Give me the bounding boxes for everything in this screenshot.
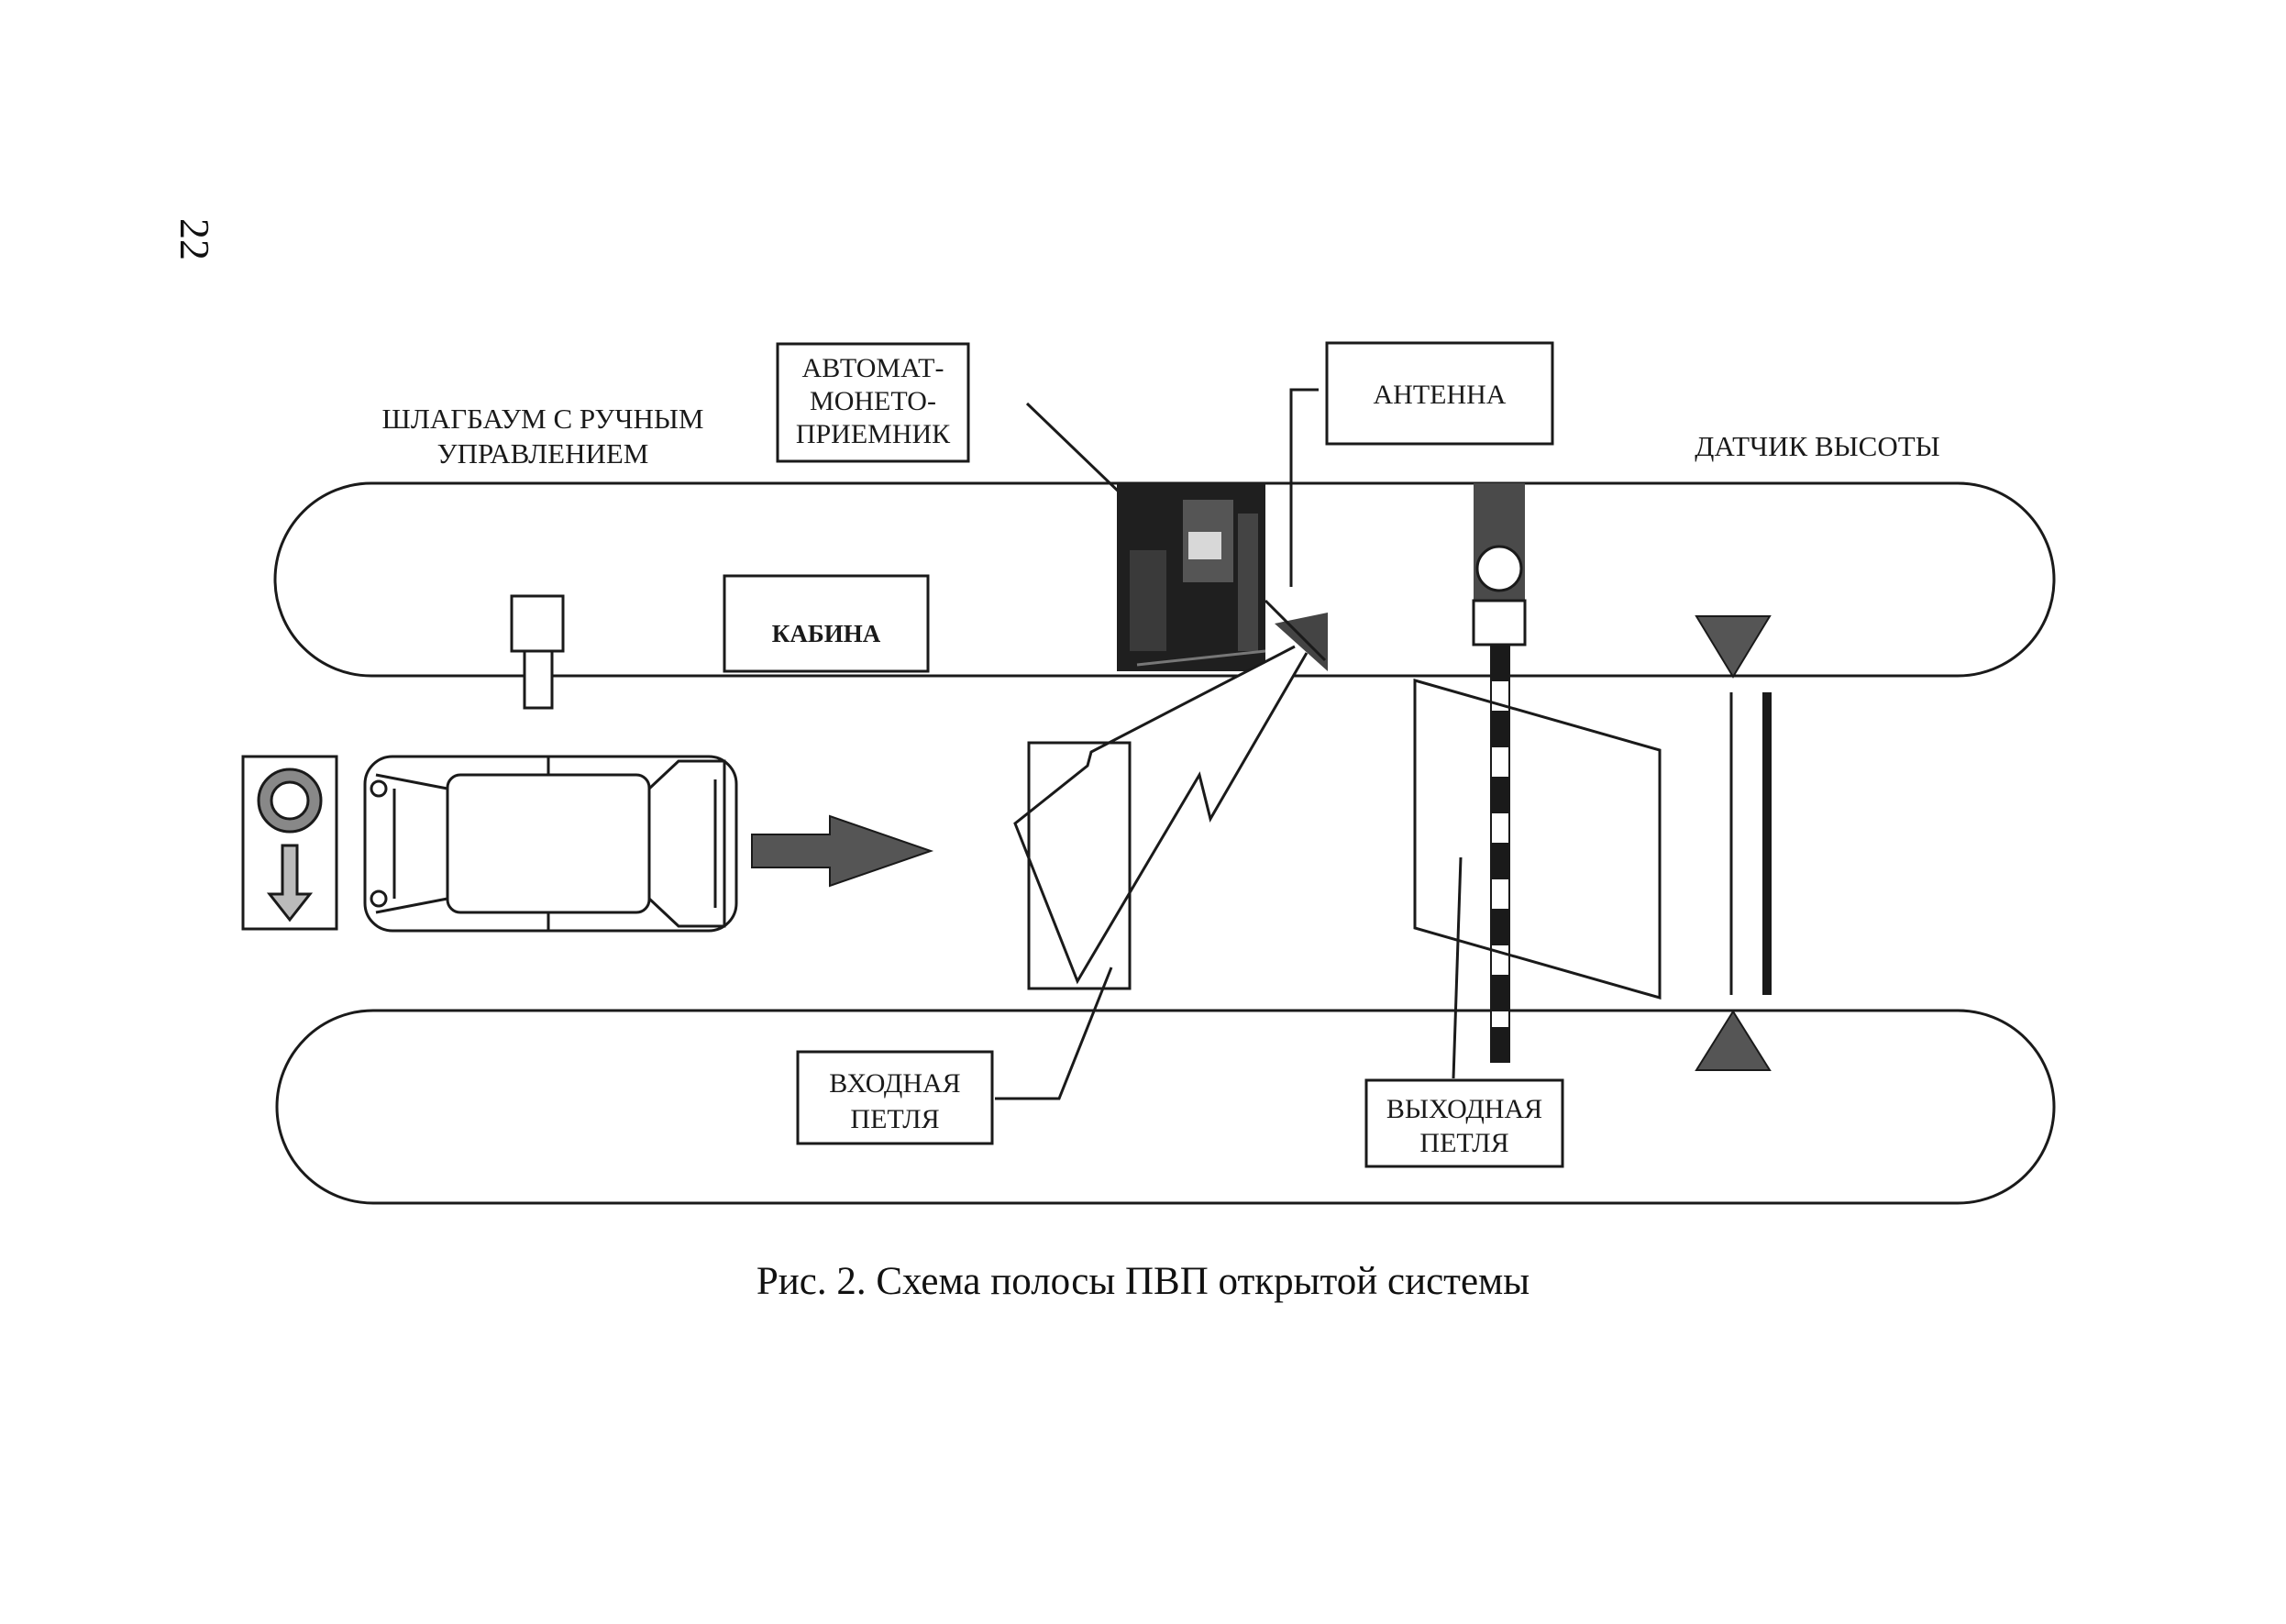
exit-loop-label-line1: ВЫХОДНАЯ [1386, 1094, 1542, 1124]
radio-link-bolt [1013, 645, 1309, 985]
height-sensor-bottom-marker [1695, 1010, 1772, 1071]
coin-machine-label-line2: МОНЕТО- [810, 386, 936, 416]
exit-loop-area [1413, 679, 1662, 1000]
manual-barrier-stem [523, 649, 554, 710]
traffic-light [1472, 483, 1527, 646]
height-sensor-top-marker [1695, 615, 1772, 679]
label-barrier-manual-line1: ШЛАГБАУМ С РУЧНЫМ [382, 403, 704, 435]
cabin-box [723, 574, 930, 673]
lane-sign [241, 755, 338, 931]
exit-loop-leader [1452, 856, 1463, 1079]
coin-machine-label-line3: ПРИЕМНИК [796, 419, 951, 449]
label-height-sensor: ДАТЧИК ВЫСОТЫ [1695, 430, 1939, 462]
entry-loop-label-line2: ПЕТЛЯ [850, 1104, 939, 1134]
manual-barrier [510, 594, 565, 710]
coin-machine-label-line1: АВТОМАТ- [802, 353, 944, 383]
figure-caption: Рис. 2. Схема полосы ПВП открытой систем… [756, 1260, 1530, 1303]
coin-machine-label-box [776, 342, 970, 463]
height-sensor [1695, 615, 1772, 1071]
antenna-leader [1289, 388, 1319, 587]
label-barrier-manual-line2: УПРАВЛЕНИЕМ [437, 437, 649, 470]
exit-loop-label-box [1364, 1078, 1564, 1168]
down-arrow-icon [266, 844, 314, 922]
antenna-arrowhead [1275, 613, 1328, 671]
antenna-label-box [1325, 341, 1554, 446]
entry-loop-label-line1: ВХОДНАЯ [829, 1068, 960, 1099]
entry-loop-leader [995, 967, 1113, 1100]
car [363, 755, 738, 933]
antenna-label: АНТЕННА [1374, 380, 1507, 410]
exit-barrier-arm [1490, 644, 1510, 1063]
lower-island [275, 1009, 2056, 1205]
coin-machine [1117, 483, 1266, 671]
car-roof [446, 773, 651, 914]
direction-arrow-icon [751, 814, 934, 888]
height-sensor-bar [1762, 692, 1772, 995]
exit-loop-label-line2: ПЕТЛЯ [1419, 1128, 1508, 1158]
entry-loop-label-box [796, 1050, 994, 1145]
manual-barrier-head [510, 594, 565, 653]
entry-loop-area [1027, 741, 1132, 990]
cabin-label: КАБИНА [772, 620, 881, 647]
